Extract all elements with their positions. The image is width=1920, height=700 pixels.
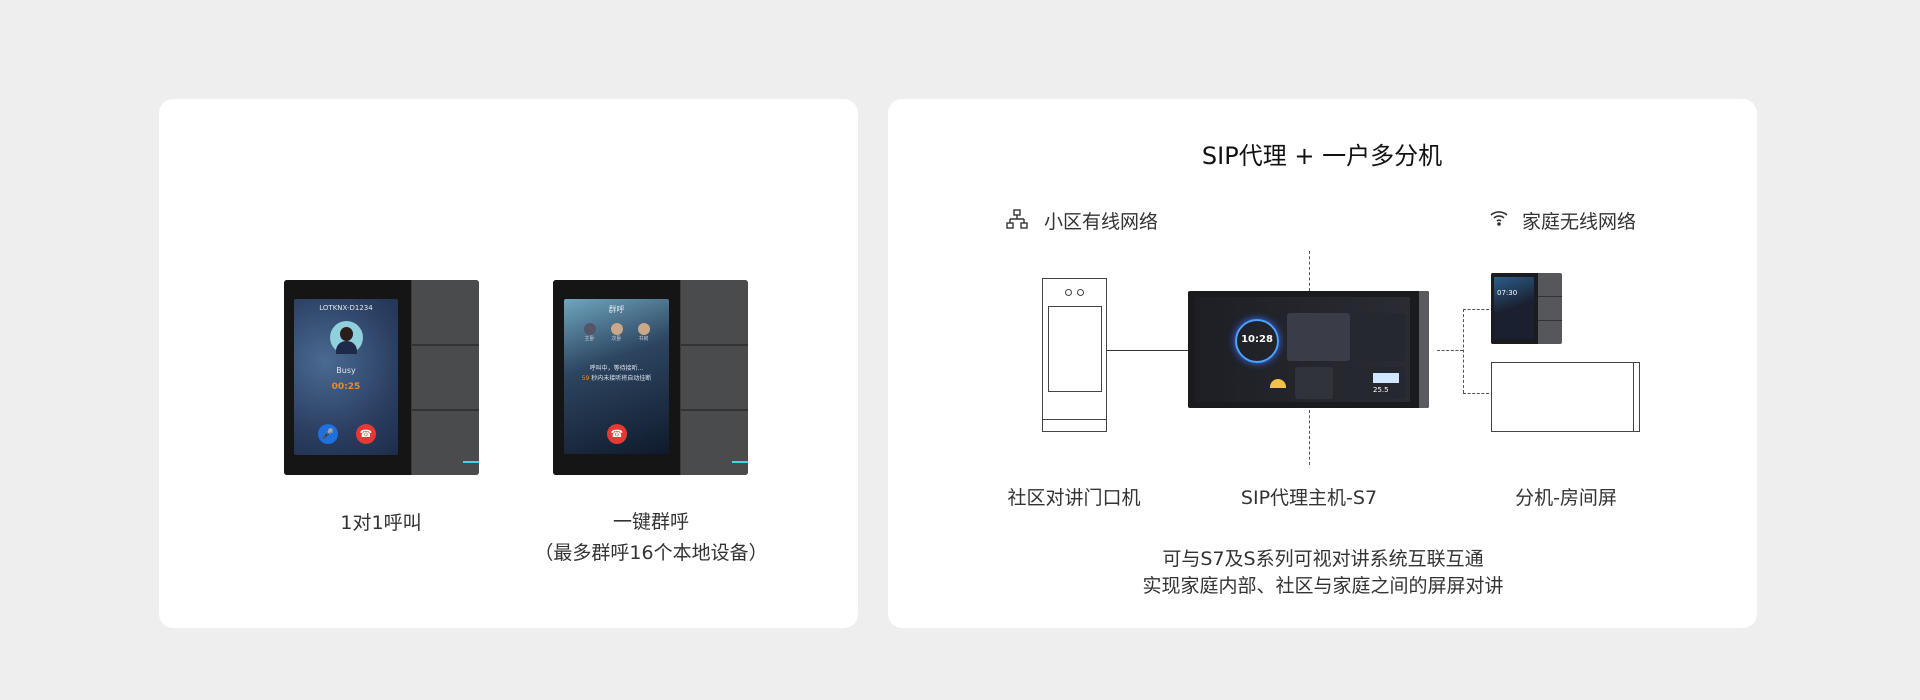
extension-room-panel: 07:30 (1491, 273, 1562, 344)
contact-item: 次卧 (610, 323, 623, 342)
one-to-one-call-label: 1对1呼叫 (340, 512, 422, 534)
contact-item: 主卧 (583, 323, 596, 342)
extension-label: 分机-房间屏 (1515, 487, 1617, 509)
call-screen: LOTKNX-D1234 Busy 00:25 🎤 ☎ (294, 299, 398, 455)
extension-outline (1491, 362, 1640, 432)
auto-hangup-text: 59 秒内未接听将自动挂断 (581, 375, 652, 382)
call-timer: 00:25 (331, 382, 361, 392)
network-divider-top (1309, 251, 1310, 291)
hangup-button[interactable]: ☎ (356, 424, 376, 444)
avatar (330, 321, 363, 354)
footer-line-2: 实现家庭内部、社区与家庭之间的屏屏对讲 (1142, 575, 1504, 597)
host-label: SIP代理主机-S7 (1240, 487, 1378, 509)
wireless-link (1437, 350, 1463, 351)
group-call-title: 群呼 (608, 305, 625, 314)
network-topology-icon (1006, 209, 1028, 229)
group-call-sublabel: （最多群呼16个本地设备） (534, 542, 768, 564)
group-call-label: 一键群呼 (612, 511, 690, 533)
footer-line-1: 可与S7及S系列可视对讲系统互联互通 (1162, 548, 1484, 570)
door-station-label: 社区对讲门口机 (1007, 487, 1141, 509)
contact-item: 书房 (637, 323, 650, 342)
hangup-button[interactable]: ☎ (607, 424, 627, 444)
wifi-icon (1490, 211, 1508, 226)
host-temp: 25.5 (1373, 386, 1389, 394)
network-divider-bottom (1309, 410, 1310, 465)
door-station-outline (1042, 278, 1107, 432)
wireless-network-label: 家庭无线网络 (1522, 211, 1637, 233)
wired-network-label: 小区有线网络 (1044, 211, 1159, 233)
wired-connection-line (1107, 350, 1188, 351)
group-call-screen: 群呼 主卧 次卧 书房 呼叫中，等待接听... 59 秒内未接听将自动挂断 ☎ (564, 299, 669, 454)
wireless-branch (1463, 309, 1464, 393)
call-status: Busy (336, 366, 356, 375)
mic-button[interactable]: 🎤 (318, 424, 338, 444)
s7-host-device: 10:28 25.5 (1188, 291, 1429, 408)
card-title: SIP代理 + 一户多分机 (1201, 142, 1443, 170)
calling-text: 呼叫中，等待接听... (589, 365, 644, 372)
host-clock: 10:28 (1241, 334, 1273, 345)
panel-group-call: 群呼 主卧 次卧 书房 呼叫中，等待接听... 59 秒内未接听将自动挂断 ☎ (553, 280, 748, 475)
extension-clock: 07:30 (1497, 289, 1518, 297)
device-id: LOTKNX-D1234 (319, 304, 373, 312)
panel-one-to-one-call: LOTKNX-D1234 Busy 00:25 🎤 ☎ (284, 280, 479, 475)
